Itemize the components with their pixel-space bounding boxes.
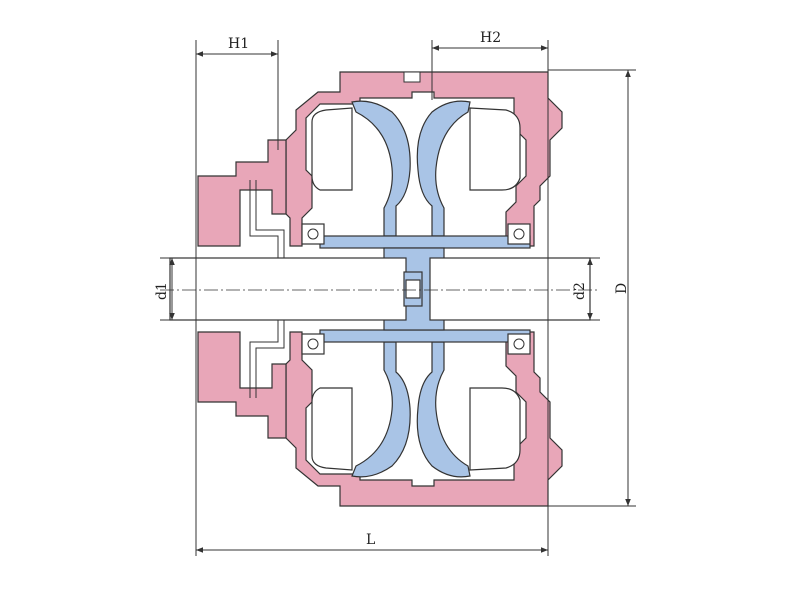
fill-plug: [403, 71, 421, 83]
bearings: [301, 223, 531, 355]
chamber-lower-left: [311, 387, 353, 471]
input-shaft: [169, 257, 407, 321]
housing-lower-cover: [197, 331, 287, 439]
runner-lower-right: [416, 341, 471, 478]
bearing-lower-right: [507, 333, 531, 355]
d-label: D: [614, 283, 630, 294]
runner-upper-right: [416, 100, 471, 237]
runner-lower-left: [351, 341, 411, 478]
hub-disc-lower: [319, 329, 531, 343]
l-label: L: [366, 532, 375, 548]
housing-upper-shell: [285, 71, 563, 247]
hub-disc-upper: [319, 235, 531, 249]
d2-label: d2: [572, 282, 588, 300]
shaft: [169, 257, 591, 321]
bearing-upper-right: [507, 223, 531, 245]
bearing-lower-left: [301, 333, 325, 355]
bearing-upper-left: [301, 223, 325, 245]
seal-channel-lower: [249, 320, 285, 398]
chamber-upper-left: [311, 107, 353, 191]
d1-label: d1: [154, 282, 170, 300]
output-shaft: [429, 257, 591, 321]
runner-upper-left: [351, 100, 411, 237]
h2-label: H2: [480, 30, 501, 46]
dimension-lines: [160, 40, 636, 556]
seal-channel-upper: [249, 180, 285, 258]
housing: [197, 71, 563, 507]
housing-upper-cover: [197, 139, 287, 247]
dimension-labels: H1 H2 L D d1 d2: [154, 30, 630, 548]
housing-lower-shell: [285, 331, 563, 507]
chamber-lower-right: [469, 387, 521, 471]
chamber-upper-right: [469, 107, 521, 191]
shaft-bolt: [405, 279, 421, 299]
h1-label: H1: [228, 36, 249, 52]
